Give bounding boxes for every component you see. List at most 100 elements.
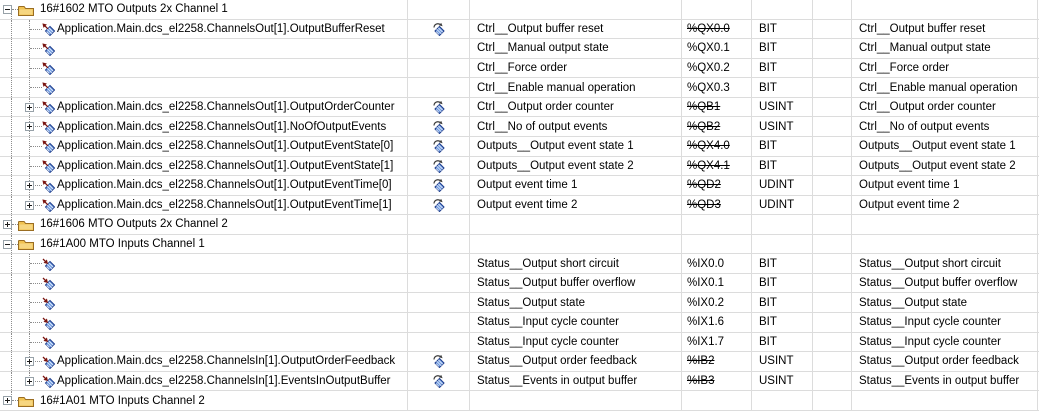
description-text: Status__Output buffer overflow	[859, 277, 1018, 290]
table-row[interactable]: Status__Input cycle counter %IX1.7 BIT S…	[0, 332, 1039, 353]
tree-guide-line	[12, 9, 20, 10]
description-text: Status__Input cycle counter	[859, 335, 1001, 348]
channel-cell	[470, 215, 682, 234]
address-cell: %IX1.7	[682, 332, 752, 352]
mapping-cell	[408, 371, 470, 391]
description-cell: Status__Output buffer overflow	[852, 273, 1038, 293]
variable-path: Application.Main.dcs_el2258.ChannelsOut[…	[57, 179, 392, 192]
table-row[interactable]: 16#1602 MTO Outputs 2x Channel 1	[0, 0, 1039, 20]
tree-cell: 16#1606 MTO Outputs 2x Channel 2	[0, 215, 408, 234]
table-row[interactable]: Status__Input cycle counter %IX1.6 BIT S…	[0, 313, 1039, 333]
table-row[interactable]: Application.Main.dcs_el2258.ChannelsOut[…	[0, 19, 1039, 40]
mapped-variable-icon	[432, 159, 446, 173]
address-cell: %QX4.0	[682, 136, 752, 156]
type-cell: USINT	[752, 352, 813, 371]
tree-expander[interactable]	[3, 396, 12, 406]
tree-expander[interactable]	[3, 239, 12, 249]
tree-guide-line	[29, 293, 30, 312]
table-row[interactable]: Ctrl__Enable manual operation %QX0.3 BIT…	[0, 78, 1039, 98]
tree-cell: Application.Main.dcs_el2258.ChannelsOut[…	[0, 176, 408, 195]
type-cell: BIT	[752, 39, 813, 58]
folder-icon	[18, 238, 34, 252]
type-text: USINT	[759, 374, 794, 387]
input-variable-icon	[40, 296, 56, 310]
table-row[interactable]: Application.Main.dcs_el2258.ChannelsOut[…	[0, 156, 1039, 177]
address-cell	[682, 234, 752, 254]
table-row[interactable]: Application.Main.dcs_el2258.ChannelsOut[…	[0, 136, 1039, 157]
table-row[interactable]: 16#1A01 MTO Inputs Channel 2	[0, 391, 1039, 411]
table-row[interactable]: Application.Main.dcs_el2258.ChannelsOut[…	[0, 97, 1039, 118]
mapping-cell	[408, 176, 470, 195]
table-row[interactable]: Status__Output short circuit %IX0.0 BIT …	[0, 254, 1039, 274]
table-row[interactable]: Application.Main.dcs_el2258.ChannelsOut[…	[0, 176, 1039, 196]
type-cell: USINT	[752, 371, 813, 391]
tree-expander[interactable]	[3, 5, 12, 14]
output-variable-icon	[40, 23, 56, 37]
tree-guide-line	[30, 165, 42, 167]
table-row[interactable]: Application.Main.dcs_el2258.ChannelsOut[…	[0, 195, 1039, 216]
mapping-cell	[408, 293, 470, 312]
channel-text: Status__Output buffer overflow	[477, 277, 636, 290]
channel-cell: Outputs__Output event state 2	[470, 156, 682, 176]
tree-guide-line	[30, 28, 42, 30]
mapping-cell	[408, 254, 470, 273]
address-cell: %IB3	[682, 371, 752, 391]
tree-expander[interactable]	[25, 181, 34, 191]
tree-guide-line	[29, 39, 30, 58]
type-text: BIT	[759, 81, 777, 94]
folder-icon	[18, 218, 34, 232]
tree-cell	[0, 39, 408, 58]
table-row[interactable]: Status__Output buffer overflow %IX0.1 BI…	[0, 273, 1039, 294]
tree-expander[interactable]	[25, 122, 34, 132]
address-text: %QB2	[687, 120, 721, 133]
type-cell: BIT	[752, 273, 813, 293]
table-row[interactable]: 16#1A00 MTO Inputs Channel 1	[0, 234, 1039, 255]
tree-guide-line	[11, 332, 12, 352]
address-cell: %IX0.1	[682, 273, 752, 293]
mapping-cell	[408, 0, 470, 19]
tree-expander[interactable]	[25, 102, 34, 112]
tree-guide-line	[30, 282, 42, 284]
channel-cell: Status__Input cycle counter	[470, 332, 682, 352]
channel-text: Status__Output short circuit	[477, 257, 619, 270]
type-text: USINT	[759, 355, 794, 368]
description-cell	[852, 0, 1038, 19]
tree-expander[interactable]	[25, 376, 34, 386]
description-cell: Status__Input cycle counter	[852, 332, 1038, 352]
tree-guide-line	[29, 136, 30, 156]
table-row[interactable]: Status__Output state %IX0.2 BIT Status__…	[0, 293, 1039, 313]
table-row[interactable]: Ctrl__Manual output state %QX0.1 BIT Ctr…	[0, 39, 1039, 59]
address-cell: %QD2	[682, 176, 752, 195]
address-cell: %QX0.1	[682, 39, 752, 58]
table-row[interactable]: Application.Main.dcs_el2258.ChannelsOut[…	[0, 117, 1039, 137]
tree-guide-line	[29, 254, 30, 273]
table-row[interactable]: Ctrl__Force order %QX0.2 BIT Ctrl__Force…	[0, 58, 1039, 79]
tree-expander[interactable]	[25, 200, 34, 210]
tree-guide-line	[30, 48, 42, 50]
table-row[interactable]: Application.Main.dcs_el2258.ChannelsIn[1…	[0, 352, 1039, 372]
table-row[interactable]: 16#1606 MTO Outputs 2x Channel 2	[0, 215, 1039, 235]
mapping-cell	[408, 97, 470, 117]
folder-icon	[18, 3, 34, 17]
type-cell: USINT	[752, 97, 813, 117]
tree-expander[interactable]	[25, 357, 34, 367]
variable-path: Application.Main.dcs_el2258.ChannelsOut[…	[57, 22, 385, 35]
tree-guide-line	[29, 78, 30, 97]
default-value-cell	[813, 0, 852, 19]
description-text: Ctrl__Enable manual operation	[859, 81, 1018, 94]
table-row[interactable]: Application.Main.dcs_el2258.ChannelsIn[1…	[0, 371, 1039, 392]
type-text: BIT	[759, 257, 777, 270]
tree-cell: Application.Main.dcs_el2258.ChannelsOut[…	[0, 195, 408, 215]
address-text: %QX0.3	[687, 81, 730, 94]
tree-expander[interactable]	[3, 220, 12, 230]
mapping-cell	[408, 313, 470, 332]
tree-guide-line	[30, 380, 42, 382]
address-text: %IB2	[687, 355, 715, 368]
default-value-cell	[813, 371, 852, 391]
output-variable-icon	[40, 120, 56, 134]
mapping-cell	[408, 58, 470, 78]
tree-cell: 16#1602 MTO Outputs 2x Channel 1	[0, 0, 408, 19]
output-variable-icon	[40, 199, 56, 213]
output-variable-icon	[40, 140, 56, 154]
